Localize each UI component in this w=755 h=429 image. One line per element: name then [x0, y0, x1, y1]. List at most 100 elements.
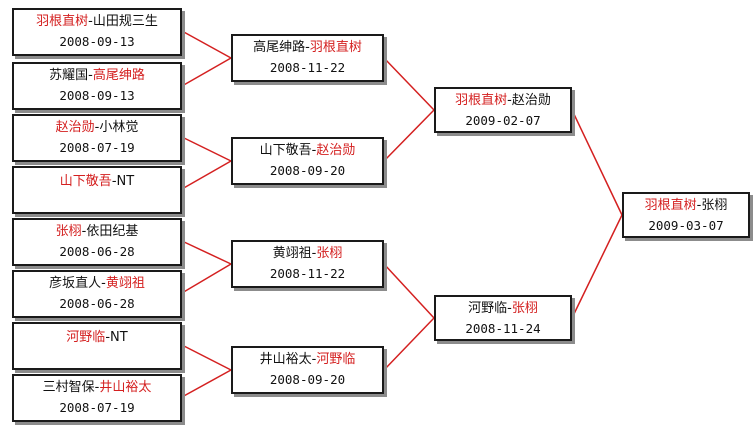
loser-name: 河野临 — [468, 301, 508, 316]
loser-name: 山下敬吾 — [259, 143, 312, 158]
match-date: 2008-06-28 — [59, 296, 135, 311]
players-line: 河野临-NT — [14, 328, 180, 348]
match-date: 2008-06-28 — [59, 244, 135, 259]
name-separator: - — [311, 143, 317, 158]
loser-name: 高尾绅路 — [253, 40, 306, 55]
players-line: 彦坂直人-黄翊祖 — [14, 274, 180, 294]
loser-name: NT — [110, 330, 128, 345]
match-box: 河野临-张栩 2008-11-24 — [434, 295, 572, 341]
match-box: 羽根直树-山田规三生 2008-09-13 — [12, 8, 182, 56]
name-separator: - — [94, 380, 100, 395]
winner-name: 张栩 — [316, 246, 343, 261]
loser-name: 苏耀国 — [49, 68, 89, 83]
winner-name: 羽根直树 — [455, 93, 508, 108]
winner-name: 张栩 — [55, 224, 82, 239]
match-box: 赵治勋-小林觉 2008-07-19 — [12, 114, 182, 162]
match-box: 山下敬吾-赵治勋 2008-09-20 — [231, 137, 384, 185]
match-date: 2008-09-20 — [269, 163, 346, 178]
match-box: 山下敬吾-NT — [12, 166, 182, 214]
players-line: 山下敬吾-NT — [14, 172, 180, 192]
connector-line — [383, 109, 435, 162]
match-box: 三村智保-井山裕太 2008-07-19 — [12, 374, 182, 422]
match-box: 苏耀国-高尾绅路 2008-09-13 — [12, 62, 182, 110]
name-separator: - — [88, 68, 93, 83]
match-box: 高尾绅路-羽根直树 2008-11-22 — [231, 34, 384, 82]
match-date: 2008-11-22 — [269, 60, 346, 75]
name-separator: - — [94, 120, 100, 135]
winner-name: 赵治勋 — [55, 120, 95, 135]
name-separator: - — [111, 174, 117, 189]
match-box: 井山裕太-河野临 2008-09-20 — [231, 346, 384, 394]
winner-name: 赵治勋 — [316, 143, 356, 158]
match-date: 2008-11-22 — [269, 266, 346, 281]
loser-name: 小林觉 — [99, 120, 139, 135]
players-line: 羽根直树-赵治勋 — [436, 91, 570, 111]
connector-line — [181, 30, 232, 59]
loser-name: 山田规三生 — [92, 14, 158, 29]
match-date: 2008-09-20 — [269, 372, 346, 387]
winner-name: 黄翊祖 — [105, 276, 145, 291]
connector-line — [571, 214, 623, 319]
loser-name: 依田纪基 — [86, 224, 139, 239]
players-line: 三村智保-井山裕太 — [14, 378, 180, 398]
connector-line — [181, 263, 232, 294]
name-separator: - — [101, 276, 106, 291]
players-line: 山下敬吾-赵治勋 — [233, 141, 382, 161]
match-date: 2008-07-19 — [59, 140, 135, 155]
connector-line — [181, 344, 232, 371]
connector-line — [181, 160, 232, 190]
winner-name: 井山裕太 — [99, 380, 152, 395]
loser-name: 彦坂直人 — [49, 276, 102, 291]
winner-name: 羽根直树 — [36, 14, 89, 29]
winner-name: 羽根直树 — [644, 198, 697, 213]
loser-name: 三村智保 — [42, 380, 95, 395]
winner-name: 河野临 — [66, 330, 106, 345]
match-date: 2009-03-07 — [648, 218, 724, 233]
match-date: 2008-11-24 — [465, 321, 541, 336]
match-date: 2009-02-07 — [465, 113, 541, 128]
connector-line — [181, 240, 232, 265]
match-box: 河野临-NT — [12, 322, 182, 370]
name-separator: - — [507, 301, 512, 316]
connector-line — [571, 109, 623, 216]
players-line: 井山裕太-河野临 — [233, 350, 382, 370]
name-separator: - — [507, 93, 512, 108]
winner-name: 河野临 — [316, 352, 356, 367]
loser-name: NT — [116, 174, 135, 189]
match-date: 2008-07-19 — [59, 400, 135, 415]
match-date: 2008-09-13 — [59, 34, 135, 49]
name-separator: - — [81, 224, 87, 239]
players-line: 羽根直树-张栩 — [624, 196, 748, 216]
connector-line — [383, 57, 435, 111]
match-box: 黄翊祖-张栩 2008-11-22 — [231, 240, 384, 288]
players-line: 苏耀国-高尾绅路 — [14, 66, 180, 86]
loser-name: 井山裕太 — [259, 352, 312, 367]
connector-line — [181, 57, 232, 87]
winner-name: 羽根直树 — [309, 40, 362, 55]
winner-name: 山下敬吾 — [59, 174, 112, 189]
name-separator: - — [311, 246, 317, 261]
match-date: 2008-09-13 — [59, 88, 135, 103]
loser-name: 张栩 — [701, 198, 728, 213]
players-line: 张栩-依田纪基 — [14, 222, 180, 242]
name-separator: - — [311, 352, 317, 367]
players-line: 羽根直树-山田规三生 — [14, 12, 180, 32]
winner-name: 高尾绅路 — [92, 68, 145, 83]
connector-line — [383, 317, 435, 371]
loser-name: 黄翊祖 — [272, 246, 312, 261]
match-box: 羽根直树-赵治勋 2009-02-07 — [434, 87, 572, 133]
connector-line — [181, 369, 232, 398]
players-line: 赵治勋-小林觉 — [14, 118, 180, 138]
players-line: 黄翊祖-张栩 — [233, 244, 382, 264]
connector-line — [181, 136, 232, 162]
match-box: 张栩-依田纪基 2008-06-28 — [12, 218, 182, 266]
players-line: 高尾绅路-羽根直树 — [233, 38, 382, 58]
winner-name: 张栩 — [511, 301, 538, 316]
players-line: 河野临-张栩 — [436, 299, 570, 319]
loser-name: 赵治勋 — [511, 93, 551, 108]
name-separator: - — [696, 198, 702, 213]
name-separator: - — [88, 14, 93, 29]
match-box: 彦坂直人-黄翊祖 2008-06-28 — [12, 270, 182, 318]
name-separator: - — [105, 330, 111, 345]
